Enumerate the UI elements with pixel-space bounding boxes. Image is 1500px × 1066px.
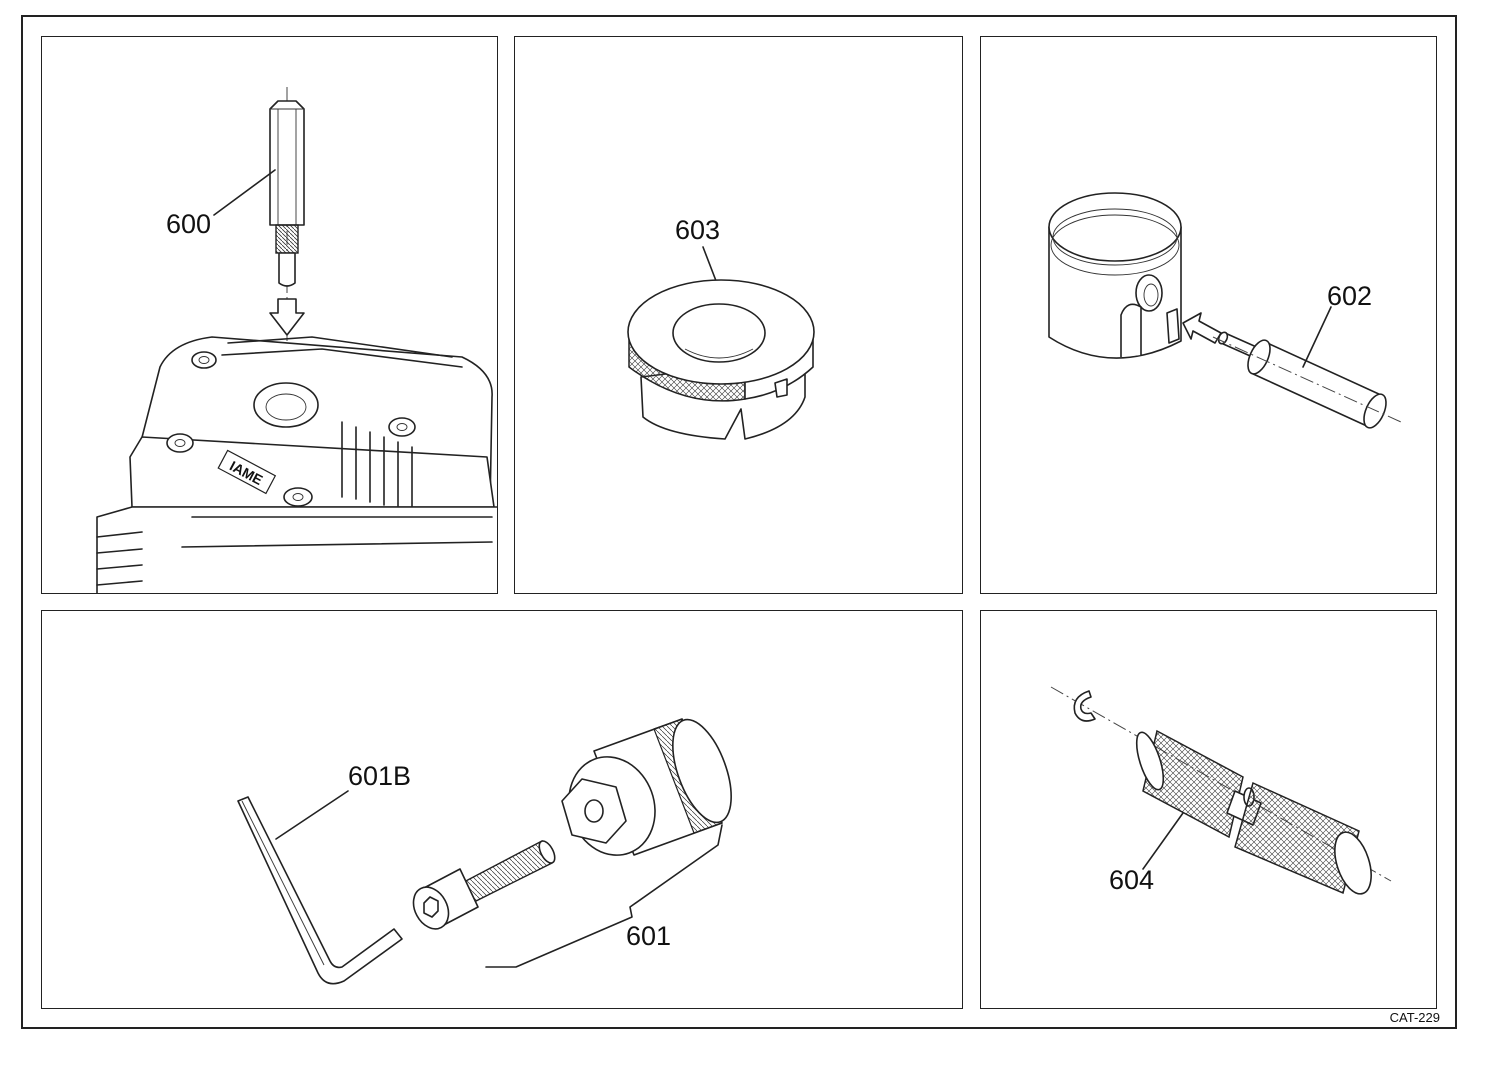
label-601b: 601B <box>348 761 411 791</box>
piston <box>1048 192 1182 359</box>
puller-body-601 <box>561 718 732 856</box>
tool-603 <box>627 279 815 440</box>
leader-600 <box>213 169 276 216</box>
cylinder-head: IAME <box>96 336 497 593</box>
label-603: 603 <box>675 215 720 245</box>
catalog-code: CAT-229 <box>1389 1010 1440 1025</box>
leader-602 <box>1302 306 1332 368</box>
bracket-601 <box>485 824 723 968</box>
drawing-frame <box>21 15 1457 1029</box>
hex-key-601b <box>237 796 403 985</box>
label-600: 600 <box>166 209 211 239</box>
leader-604 <box>1142 812 1184 870</box>
circlip <box>1073 690 1096 722</box>
tool-602 <box>1212 331 1402 429</box>
panel-602: 602 <box>980 36 1437 594</box>
panel-603: 603 <box>514 36 963 594</box>
panel-601: 601B 601 <box>41 610 963 1009</box>
leader-601b <box>275 790 349 840</box>
tool-604 <box>1135 729 1372 895</box>
panel-604: 604 <box>980 610 1437 1009</box>
panel-600: 600 <box>41 36 498 594</box>
tool-600 <box>269 100 305 287</box>
label-602: 602 <box>1327 281 1372 311</box>
cap-screw <box>412 840 556 930</box>
insert-arrow <box>269 298 305 336</box>
label-601: 601 <box>626 921 671 951</box>
label-604: 604 <box>1109 865 1154 895</box>
